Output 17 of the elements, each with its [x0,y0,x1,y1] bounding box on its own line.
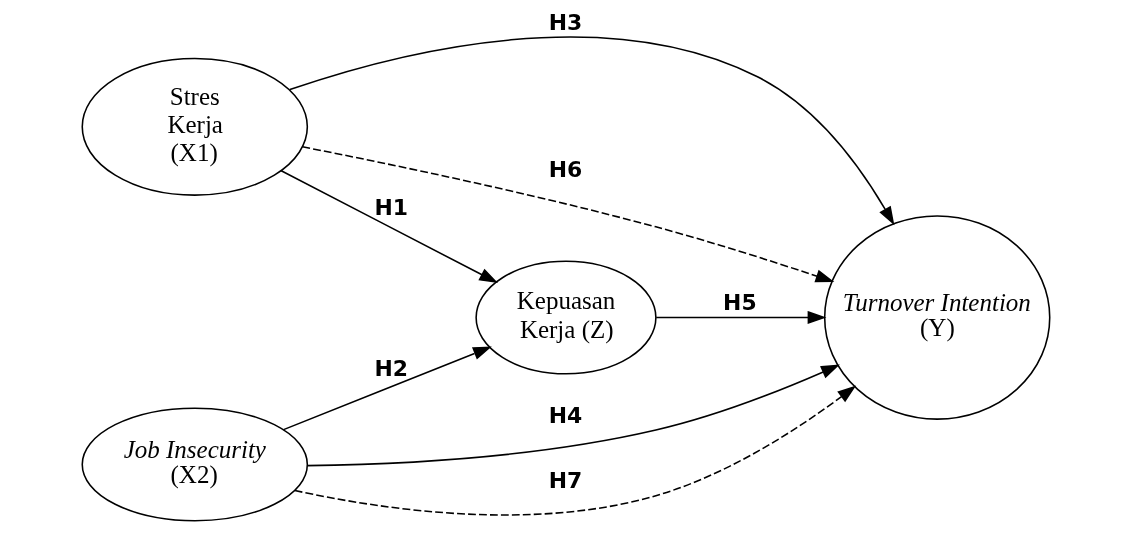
node-circle: Turnover Intention (Y) [823,215,1050,420]
edge-label: H4 [548,402,582,428]
edge-label: H3 [548,10,582,36]
edge-label: H6 [548,157,582,183]
arrow [654,310,826,325]
arrow [293,385,856,516]
arrow [306,364,840,467]
arrow [301,146,834,283]
arrow [288,36,894,226]
node-ellipse: Job Insecurity (X2) [80,407,308,522]
arrow [282,346,492,431]
arrow [280,170,498,284]
edge-label: H1 [374,194,408,220]
edge-label: H5 [722,290,757,316]
node-ellipse: Stres Kerja (X1) [80,57,308,196]
edge-label: H7 [548,468,582,494]
edge-label: H2 [374,355,408,381]
